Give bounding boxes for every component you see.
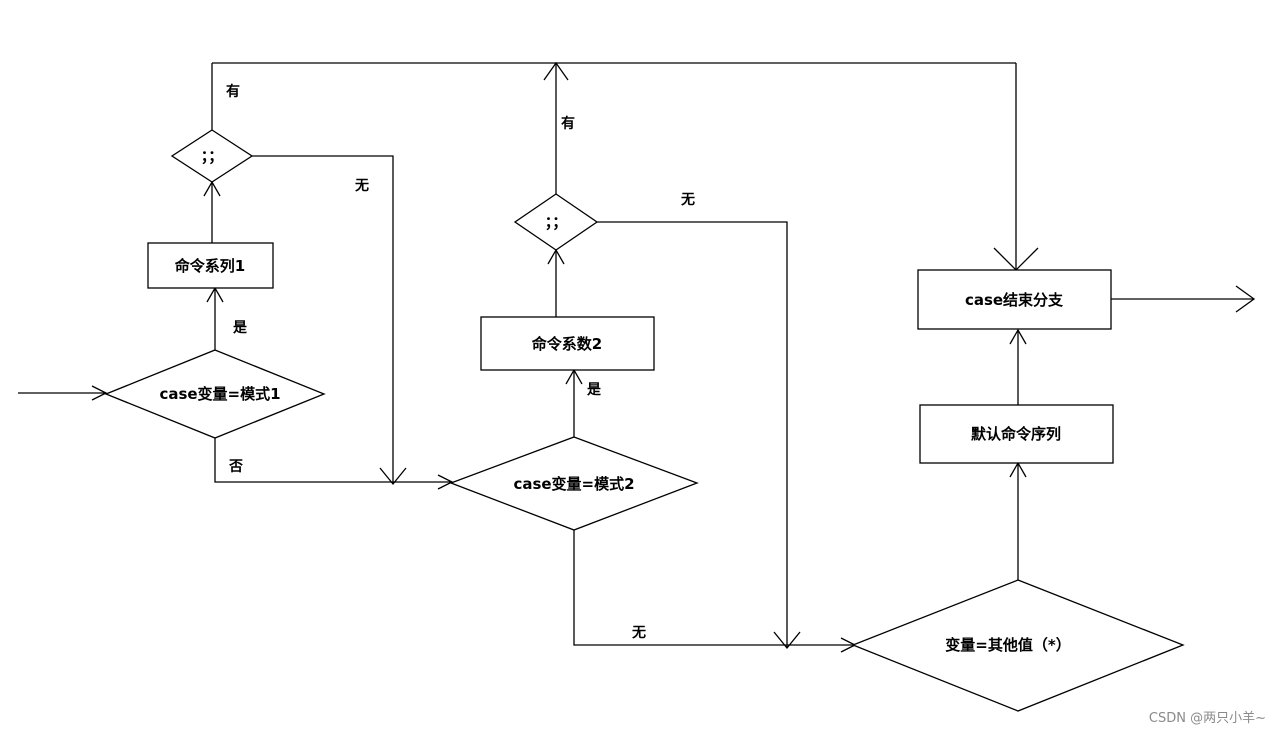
exit-arrowhead [1235, 285, 1256, 313]
case-end-box [917, 269, 1112, 330]
cond1-label: case变量=模式1 [159, 385, 280, 403]
cmd1-label: 命令系列1 [174, 257, 245, 275]
cond1-no-label: 否 [228, 459, 243, 475]
semi1-none-label: 无 [354, 178, 369, 194]
semi2-diamond [513, 193, 599, 251]
cmd2-box [480, 316, 655, 371]
case-end-label: case结束分支 [965, 291, 1064, 309]
semi1-diamond [170, 129, 254, 183]
cmd2-label: 命令系数2 [531, 335, 602, 353]
default-to-case-end-arrowhead [1009, 328, 1027, 345]
cond1-diamond [104, 349, 326, 439]
default-cmd-label: 默认命令序列 [971, 425, 1061, 443]
semi2-none-label: 无 [680, 192, 695, 208]
semi2-none-arrowhead [773, 631, 801, 650]
cmd1-box [147, 242, 274, 289]
semi2-label: ；； [545, 213, 568, 231]
cond2-diamond [449, 436, 699, 531]
semi2-none-line [597, 221, 788, 648]
semi1-has-label: 有 [226, 83, 240, 100]
cond2-label: case变量=模式2 [513, 475, 634, 493]
semi2-has-label: 有 [561, 115, 575, 132]
cond1-yes-label: 是 [233, 320, 248, 336]
semi1-none-arrowhead [379, 467, 407, 486]
cond1-no-line [214, 438, 452, 483]
semi2-has-arrowhead [543, 61, 569, 81]
cond-other-diamond [851, 579, 1185, 712]
cond2-yes-label: 是 [587, 382, 602, 398]
default-cmd-box [919, 404, 1114, 464]
watermark: CSDN @两只小羊~ [1149, 710, 1266, 726]
semi1-none-line [252, 155, 394, 484]
cond-other-label: 变量=其他值（*） [945, 636, 1070, 654]
semi1-label: ；； [201, 147, 224, 165]
entry-arrowhead [91, 385, 108, 401]
cond2-none-label: 无 [631, 625, 646, 641]
cond2-none-line [573, 530, 855, 646]
